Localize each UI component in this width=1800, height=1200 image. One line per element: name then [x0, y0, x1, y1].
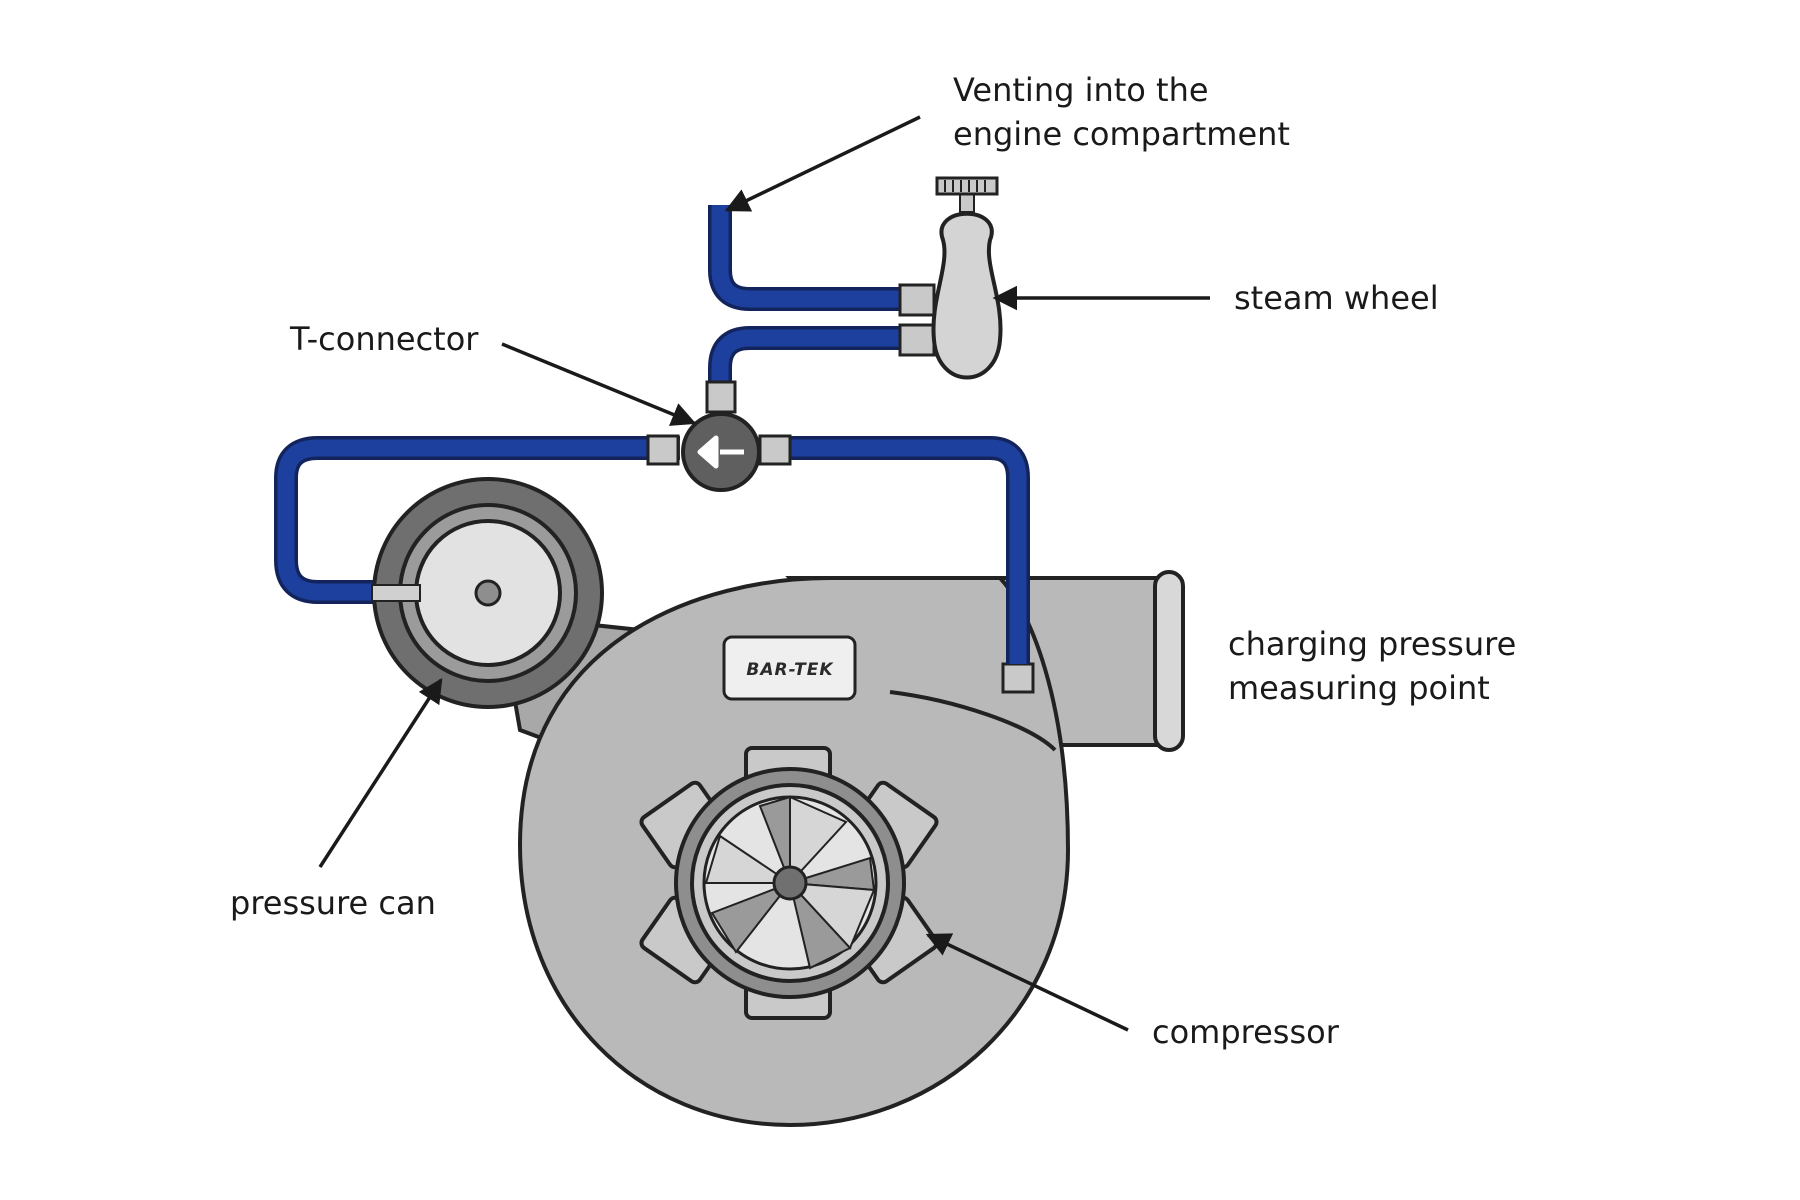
venting-label-line2: engine compartment	[953, 115, 1290, 153]
pointer-lines	[318, 115, 1210, 1032]
flow-arrow-icon	[697, 435, 744, 469]
steam-wheel	[898, 176, 1003, 380]
t-connector-label: T-connector	[289, 320, 479, 358]
measuring-point-nipple	[1001, 662, 1035, 694]
steam-wheel-label: steam wheel	[1234, 279, 1439, 317]
wheel-hub	[772, 865, 808, 901]
pressure-can	[371, 477, 604, 709]
pressure-can-pointer	[318, 677, 443, 868]
hose-system	[274, 205, 1030, 664]
pressure-can-label: pressure can	[230, 884, 436, 922]
brand-logo: BAR-TEK	[746, 660, 834, 680]
compressor-wheel	[639, 746, 939, 1020]
outlet-flange	[1153, 570, 1185, 752]
compressor-pointer	[925, 933, 1129, 1032]
brand-plate: BAR-TEK	[722, 635, 857, 701]
t-connector-pointer	[501, 342, 697, 426]
can-center-bolt	[474, 579, 502, 607]
venting-label-line1: Venting into the	[953, 71, 1209, 109]
t-connector	[646, 380, 792, 492]
charging-pressure-label-line2: measuring point	[1228, 669, 1490, 707]
can-nipple	[371, 584, 421, 602]
charging-pressure-label-line1: charging pressure	[1228, 625, 1516, 663]
vent-pointer	[724, 115, 921, 212]
compressor-label: compressor	[1152, 1013, 1340, 1051]
